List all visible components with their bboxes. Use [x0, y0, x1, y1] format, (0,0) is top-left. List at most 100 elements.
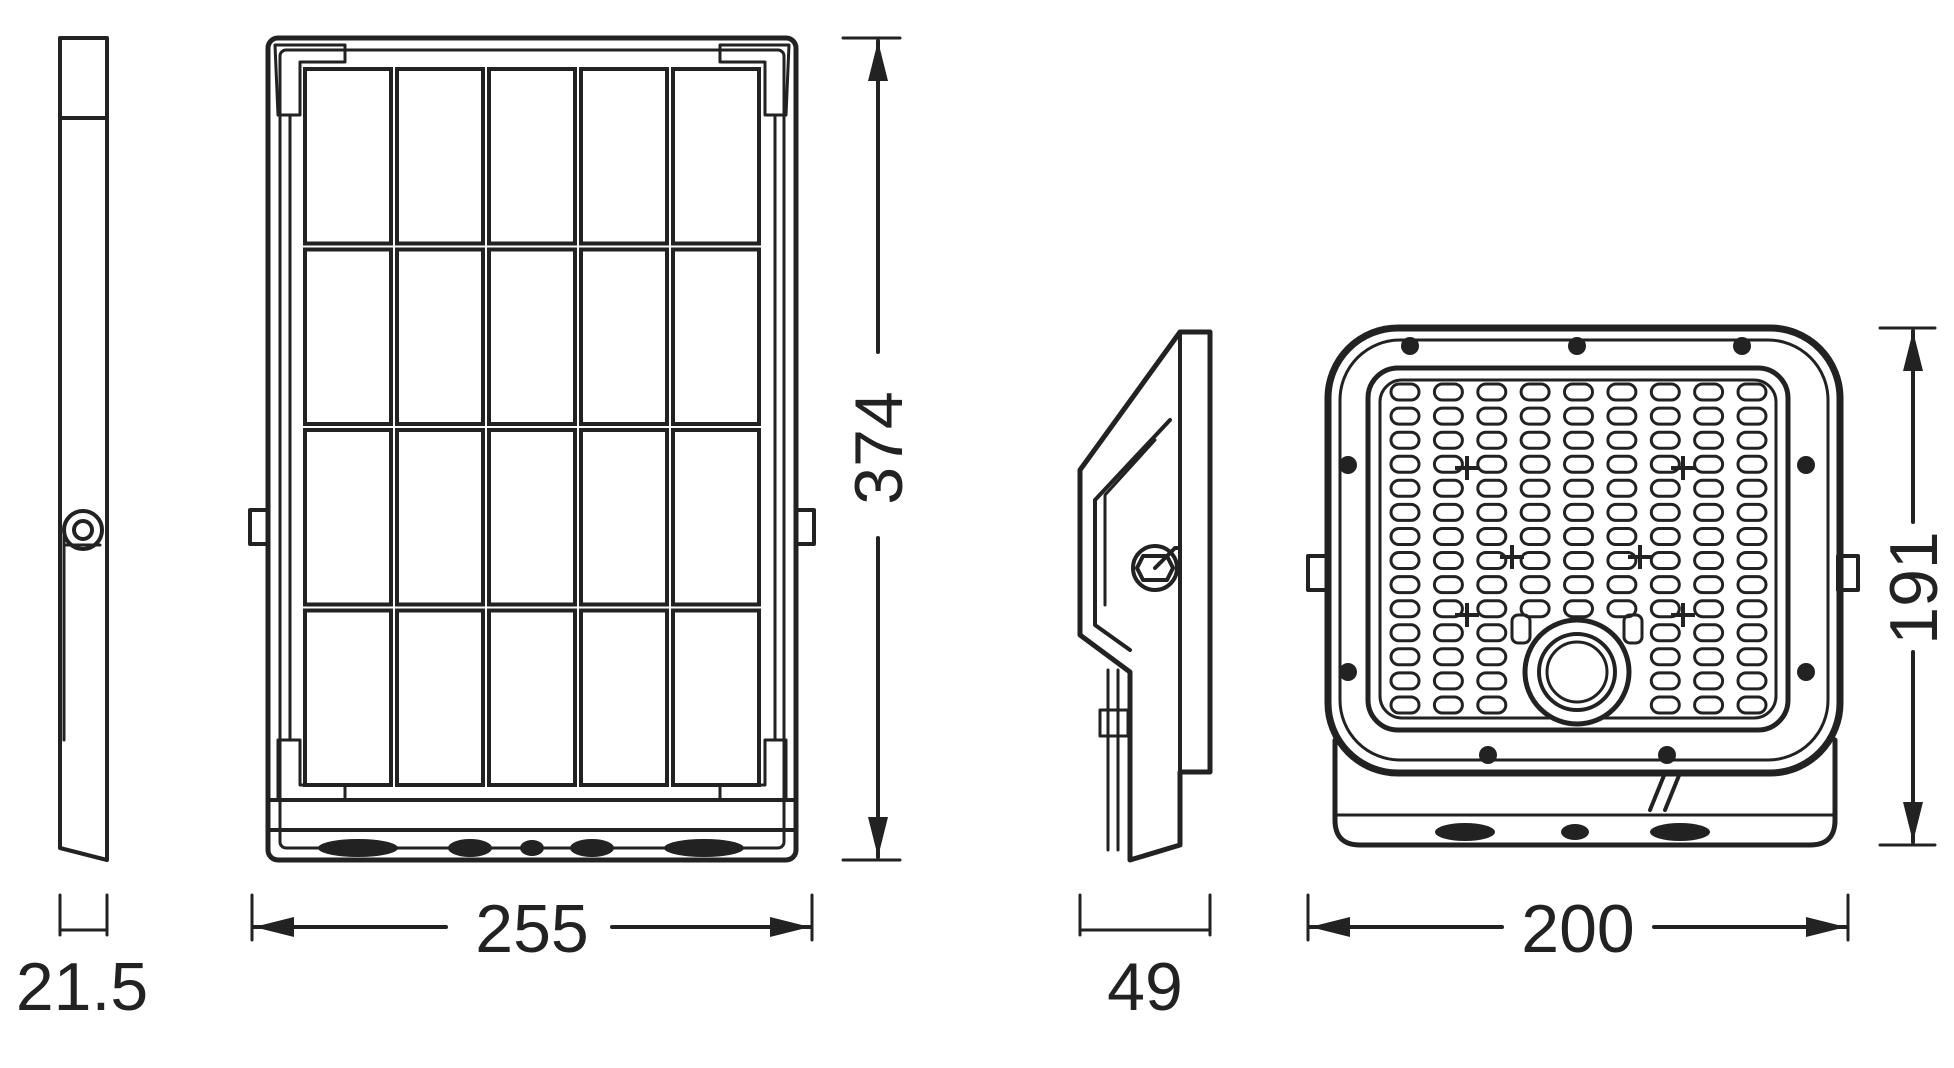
solar-cell — [579, 247, 669, 426]
led — [1606, 502, 1638, 522]
led — [1389, 430, 1421, 450]
led — [1432, 382, 1464, 402]
led — [1389, 454, 1421, 474]
led — [1519, 478, 1551, 498]
dimension-lamp-depth: 49 — [1078, 893, 1212, 1025]
led — [1649, 527, 1681, 546]
screw-mark — [1671, 603, 1695, 627]
led — [1693, 382, 1725, 402]
led — [1432, 502, 1464, 522]
led — [1649, 454, 1681, 474]
lamp-side-view — [1077, 329, 1213, 863]
dimension-lamp-height: 191 — [1876, 326, 1952, 847]
led — [1693, 551, 1725, 570]
led — [1606, 454, 1638, 474]
solar-cell — [579, 608, 669, 787]
led — [1563, 575, 1594, 595]
led — [1476, 551, 1508, 570]
dim-panel-height-label: 374 — [841, 391, 917, 504]
led — [1389, 406, 1421, 426]
dim-panel-width-label: 255 — [475, 891, 588, 967]
screw-mark — [1455, 456, 1479, 480]
led — [1693, 502, 1725, 522]
led — [1606, 430, 1638, 450]
led — [1476, 599, 1508, 619]
led — [1563, 430, 1594, 450]
led — [1519, 575, 1551, 595]
led — [1606, 551, 1638, 570]
led — [1563, 478, 1594, 498]
screw-mark — [1671, 456, 1695, 480]
solar-cell — [395, 428, 485, 607]
led — [1476, 575, 1508, 595]
lamp-front-view — [1306, 324, 1860, 848]
led — [1649, 623, 1681, 643]
led — [1389, 527, 1421, 546]
led — [1519, 382, 1551, 402]
solar-cell — [671, 608, 761, 787]
solar-cell — [303, 608, 393, 787]
led — [1519, 454, 1551, 474]
led — [1432, 623, 1464, 643]
led — [1563, 527, 1594, 546]
led — [1649, 382, 1681, 402]
led — [1736, 551, 1768, 570]
dim-lamp-width-label: 200 — [1521, 891, 1634, 967]
led — [1606, 382, 1638, 402]
solar-cell — [487, 67, 577, 246]
led — [1649, 551, 1681, 570]
solar-cell — [487, 247, 577, 426]
led — [1563, 454, 1594, 474]
dimension-panel-height: 374 — [841, 36, 917, 862]
led — [1519, 599, 1551, 619]
led — [1432, 430, 1464, 450]
solar-cell — [579, 67, 669, 246]
led — [1432, 551, 1464, 570]
led — [1693, 430, 1725, 450]
led — [1649, 599, 1681, 619]
led — [1736, 382, 1768, 402]
dimension-panel-width: 255 — [250, 891, 814, 967]
led — [1606, 575, 1638, 595]
led — [1519, 502, 1551, 522]
led — [1736, 430, 1768, 450]
led — [1476, 695, 1508, 715]
dim-lamp-depth-label: 49 — [1107, 949, 1183, 1025]
led — [1389, 695, 1421, 715]
led — [1389, 382, 1421, 402]
led — [1476, 502, 1508, 522]
solar-cell — [395, 608, 485, 787]
screw-mark — [1500, 545, 1524, 569]
led — [1736, 695, 1768, 715]
dim-panel-thickness-label: 21.5 — [16, 949, 148, 1025]
led — [1432, 695, 1464, 715]
led — [1432, 647, 1464, 667]
led — [1389, 647, 1421, 667]
dim-lamp-height-label: 191 — [1876, 531, 1952, 644]
solar-panel-front-view — [248, 35, 816, 863]
led — [1432, 599, 1464, 619]
led — [1519, 406, 1551, 426]
led — [1389, 599, 1421, 619]
led — [1736, 647, 1768, 667]
dimension-lamp-width: 200 — [1306, 891, 1850, 967]
led — [1476, 647, 1508, 667]
led — [1606, 478, 1638, 498]
led — [1736, 671, 1768, 691]
led — [1736, 406, 1768, 426]
led — [1693, 695, 1725, 715]
led — [1563, 382, 1594, 402]
led — [1519, 551, 1551, 570]
solar-cell — [303, 247, 393, 426]
solar-cell — [671, 67, 761, 246]
led — [1563, 551, 1594, 570]
led — [1649, 671, 1681, 691]
led — [1649, 647, 1681, 667]
led — [1519, 430, 1551, 450]
led — [1432, 671, 1464, 691]
led — [1606, 406, 1638, 426]
led — [1606, 527, 1638, 546]
led — [1649, 575, 1681, 595]
led — [1649, 430, 1681, 450]
